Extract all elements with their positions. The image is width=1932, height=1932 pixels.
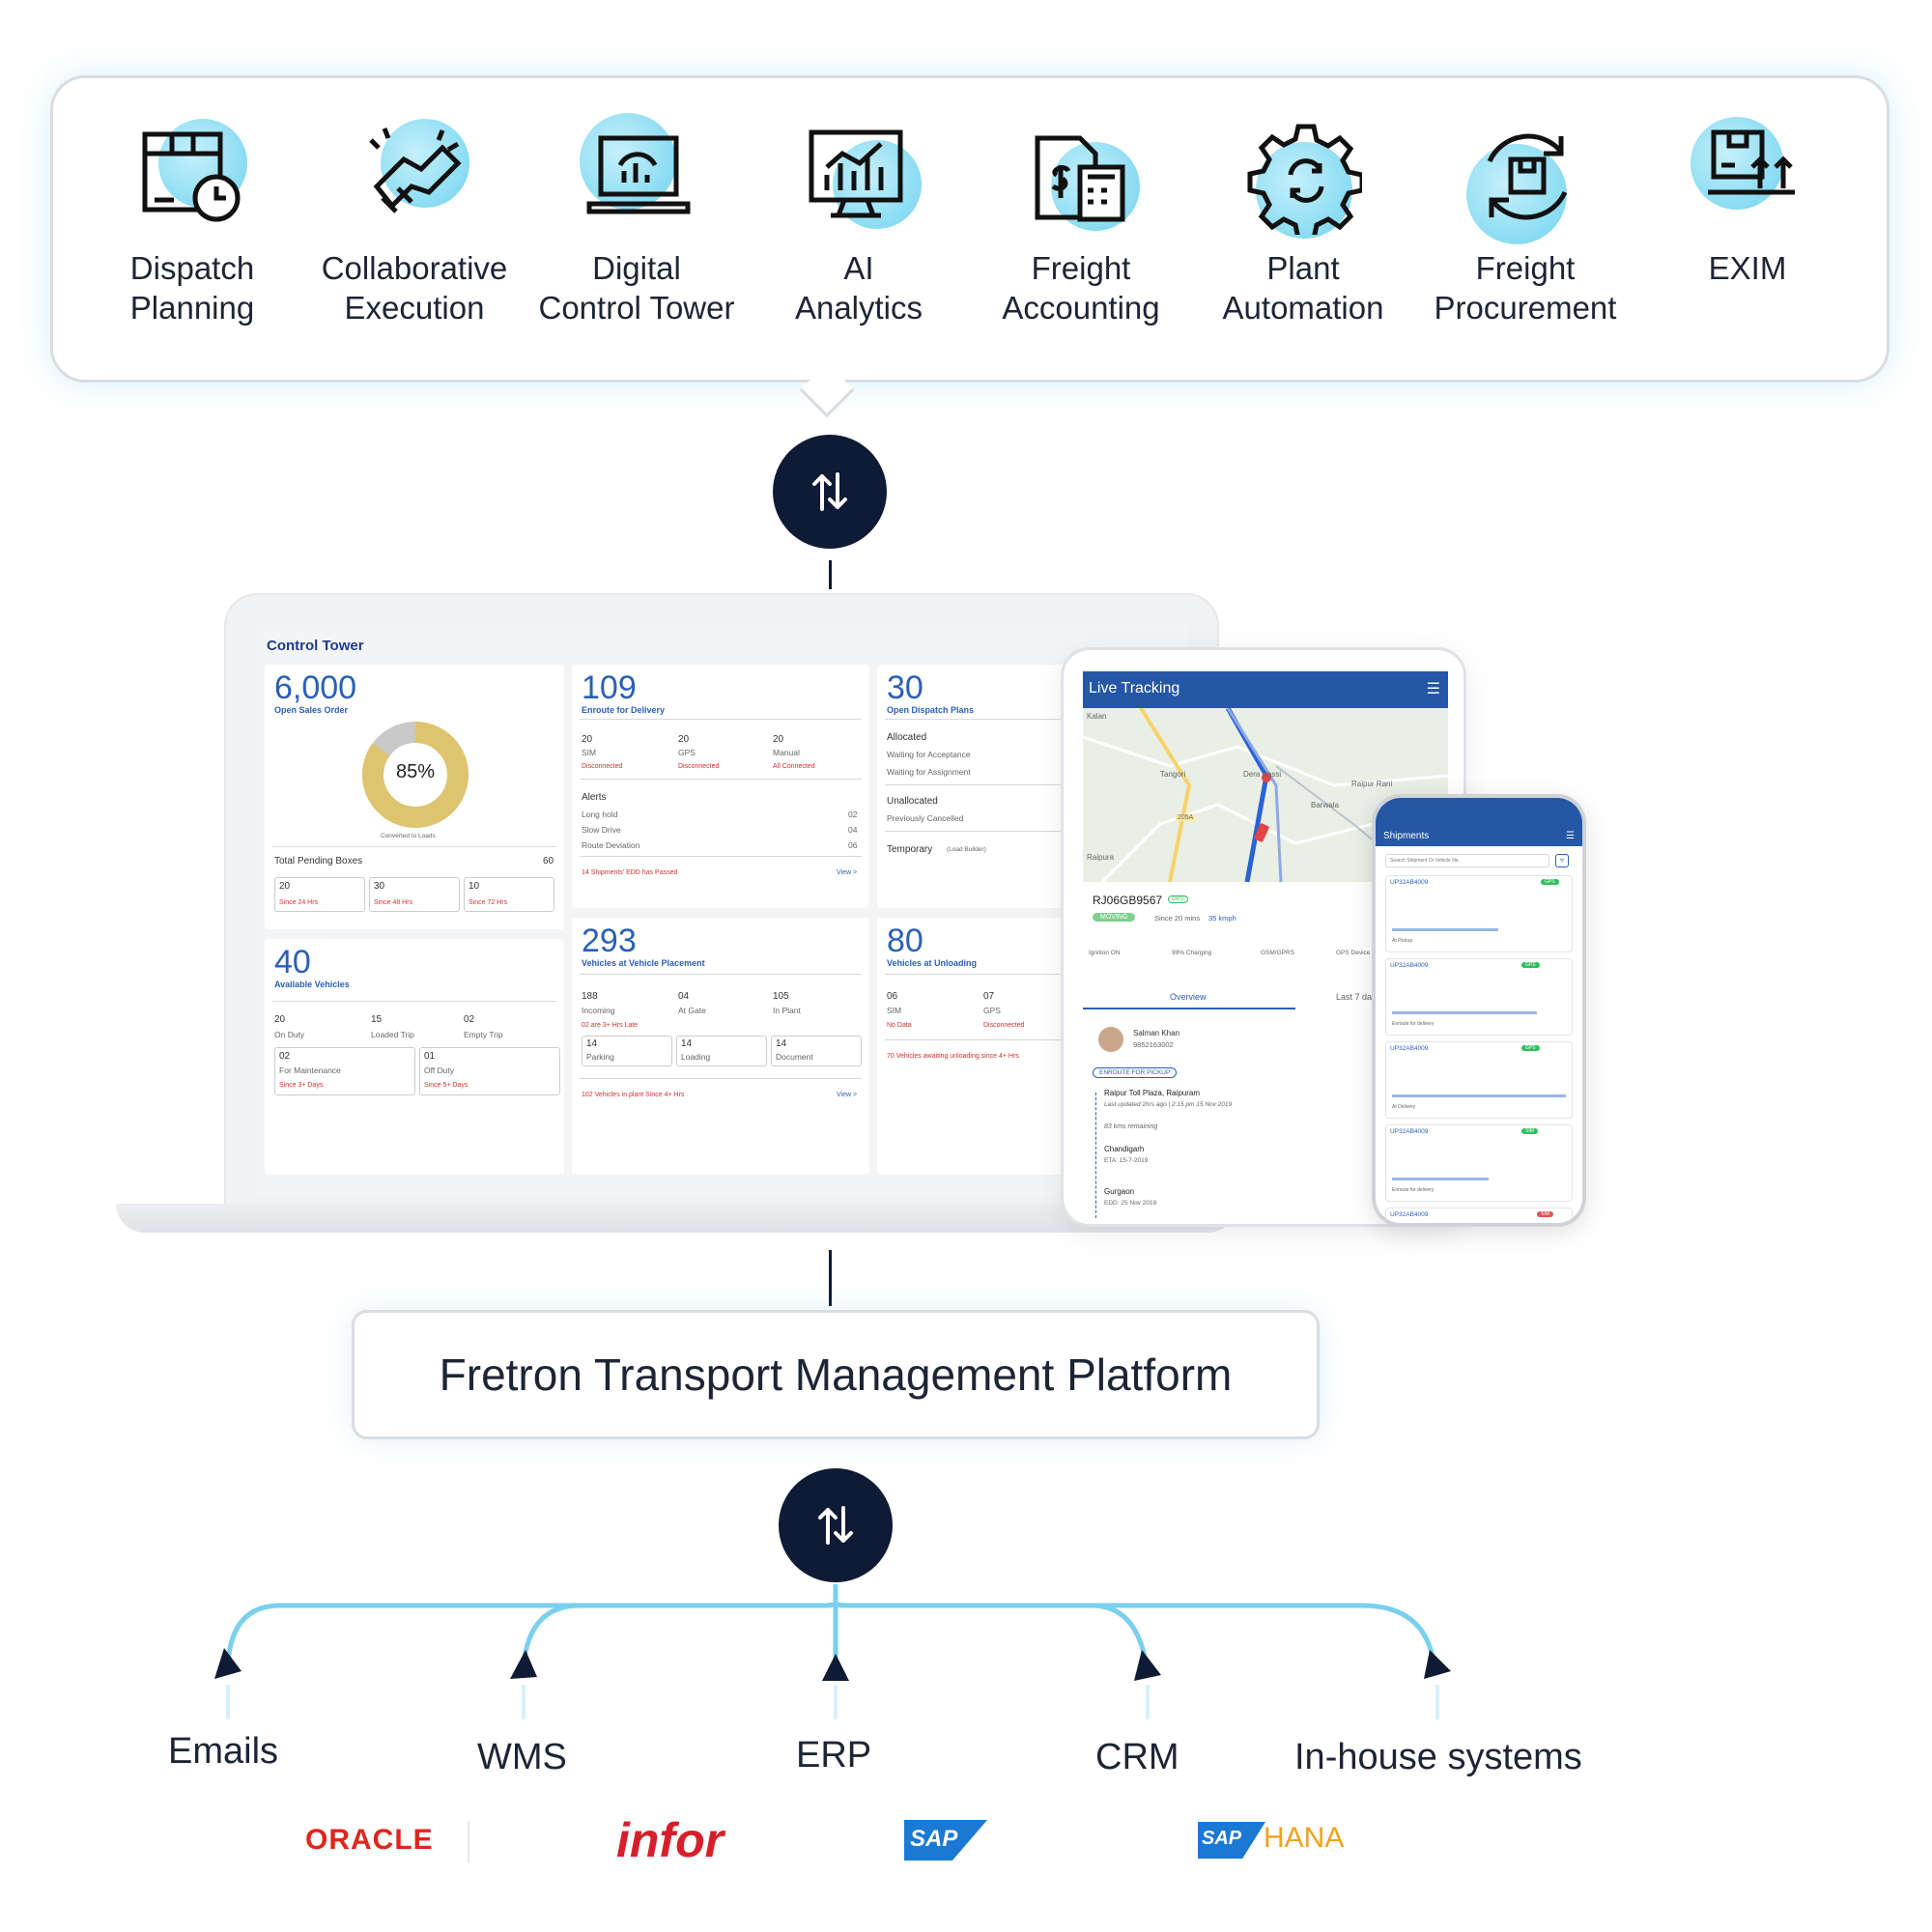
vehicle-box[interactable]: 01 Off Duty Since 5+ Days: [419, 1047, 560, 1095]
pending-box[interactable]: 10 Since 72 Hrs: [464, 877, 554, 912]
metric-value: 6,000: [274, 669, 357, 706]
integration-inhouse: In-house systems: [1294, 1737, 1582, 1777]
pending-box[interactable]: 30 Since 48 Hrs: [369, 877, 460, 912]
donut-legend: Converted to Loads: [381, 833, 436, 839]
vehicle-box[interactable]: 02 For Maintenance Since 3+ Days: [274, 1047, 415, 1095]
view-link[interactable]: View >: [837, 869, 858, 876]
module-exim[interactable]: EXIM: [1635, 113, 1860, 288]
integration-erp: ERP: [796, 1735, 872, 1776]
dispatch-planning-icon: [129, 113, 255, 239]
phone-shipments: Shipments ☰ ▿ UP32AB4009 GPS At Pickup U…: [1372, 794, 1586, 1227]
metric-value: 293: [582, 923, 637, 959]
menu-icon[interactable]: ☰: [1566, 831, 1575, 841]
module-label: Freight Accounting: [1002, 250, 1160, 326]
module-collaborative-execution[interactable]: Collaborative Execution: [302, 113, 526, 327]
module-label: Dispatch Planning: [129, 250, 255, 326]
module-freight-accounting[interactable]: Freight Accounting: [969, 113, 1193, 327]
shipment-card[interactable]: UP32AB4009 GPS Enroute for delivery: [1385, 958, 1573, 1036]
donut-percent: 85%: [395, 761, 436, 782]
analytics-monitor-icon: [796, 113, 922, 239]
module-label: EXIM: [1708, 250, 1787, 286]
module-label: Freight Procurement: [1434, 250, 1617, 326]
integration-emails: Emails: [168, 1731, 279, 1772]
metric-value: 40: [274, 944, 311, 980]
shipment-card[interactable]: UP32AB4009 GPS At Pickup: [1385, 875, 1573, 952]
sync-icon-bottom[interactable]: [779, 1468, 893, 1582]
placement-box[interactable]: 14 Document: [771, 1036, 862, 1066]
moving-status: MOVING: [1093, 913, 1136, 922]
module-freight-procurement[interactable]: Freight Procurement: [1413, 113, 1637, 327]
module-ai-analytics[interactable]: AI Analytics: [747, 113, 971, 327]
modules-panel: Dispatch Planning Collaborative Executio…: [50, 75, 1889, 383]
tab-overview[interactable]: Overview: [1170, 992, 1207, 1002]
sync-icon-top[interactable]: [773, 435, 887, 549]
metric-value: 109: [582, 669, 637, 706]
platform-box: Fretron Transport Management Platform: [352, 1310, 1320, 1439]
shipments-title: Shipments: [1383, 831, 1430, 841]
box-export-icon: [1685, 113, 1810, 239]
gear-sync-icon: [1240, 113, 1366, 239]
metric-value: 30: [887, 669, 923, 706]
sap-hana-logo: SAP: [1198, 1822, 1265, 1859]
filter-icon[interactable]: ▿: [1555, 854, 1569, 867]
metric-label: Vehicles at Vehicle Placement: [582, 958, 705, 968]
vehicle-number: RJ06GB9567: [1093, 894, 1163, 907]
laptop-base: [116, 1204, 1236, 1233]
shipment-search-input[interactable]: [1385, 854, 1549, 867]
enroute-pill: ENROUTE FOR PICKUP: [1093, 1067, 1178, 1078]
metric-label: Available Vehicles: [274, 980, 350, 989]
live-tracking-header: Live Tracking ☰: [1083, 671, 1448, 708]
platform-title: Fretron Transport Management Platform: [439, 1350, 1233, 1400]
metric-label: Vehicles at Unloading: [887, 958, 978, 968]
shipment-card[interactable]: UP32AB4009 GPS At Delivery: [1385, 1041, 1573, 1119]
placement-box[interactable]: 14 Parking: [582, 1036, 672, 1066]
shipment-card[interactable]: UP32AB4009 SIM: [1385, 1208, 1573, 1223]
donut-chart: 85%: [361, 721, 469, 829]
box-cycle-icon: [1463, 113, 1588, 244]
pending-label: Total Pending Boxes: [274, 856, 363, 867]
connector-top: [829, 560, 832, 589]
live-tracking-title: Live Tracking: [1089, 680, 1180, 696]
menu-icon[interactable]: ☰: [1426, 681, 1440, 697]
alerts-title: Alerts: [582, 792, 607, 803]
pending-value: 60: [543, 856, 554, 867]
invoice-calculator-icon: [1018, 113, 1144, 239]
module-label: Plant Automation: [1222, 250, 1384, 326]
card-enroute-delivery[interactable]: 109 Enroute for Delivery 20 SIM Disconne…: [572, 665, 869, 908]
avatar: [1098, 1027, 1123, 1052]
dashboard-title: Control Tower: [267, 638, 364, 654]
connector-middle: [829, 1250, 832, 1306]
card-available-vehicles[interactable]: 40 Available Vehicles 20 On Duty 15 Load…: [265, 939, 564, 1175]
module-label: Collaborative Execution: [321, 250, 508, 326]
tab-last-7-days[interactable]: Last 7 day: [1336, 992, 1377, 1002]
shipment-card[interactable]: UP32AB4009 SIM Enroute for delivery: [1385, 1124, 1573, 1202]
module-label: Digital Control Tower: [538, 250, 735, 326]
view-link[interactable]: View >: [837, 1092, 858, 1098]
module-digital-control-tower[interactable]: Digital Control Tower: [525, 113, 749, 327]
shipments-header: Shipments ☰: [1376, 798, 1582, 846]
metric-label: Open Sales Order: [274, 705, 349, 715]
module-label: AI Analytics: [794, 250, 923, 326]
laptop-frame: Control Tower 6,000 Open Sales Order 85%…: [224, 593, 1219, 1211]
metric-label: Open Dispatch Plans: [887, 705, 975, 715]
integration-crm: CRM: [1095, 1737, 1179, 1777]
pending-box[interactable]: 20 Since 24 Hrs: [274, 877, 365, 912]
metric-label: Enroute for Delivery: [582, 705, 666, 715]
integration-wms: WMS: [477, 1737, 567, 1777]
card-vehicle-placement[interactable]: 293 Vehicles at Vehicle Placement 188 In…: [572, 918, 869, 1175]
metric-value: 80: [887, 923, 923, 959]
module-dispatch-planning[interactable]: Dispatch Planning: [80, 113, 304, 327]
gps-badge: GPS: [1168, 895, 1188, 903]
laptop-dashboard-icon: [574, 113, 699, 239]
handshake-icon: [352, 113, 477, 239]
oracle-logo: ORACLE: [305, 1824, 434, 1856]
hana-wordmark: HANA: [1264, 1822, 1345, 1854]
placement-box[interactable]: 14 Loading: [676, 1036, 767, 1066]
card-open-sales-order[interactable]: 6,000 Open Sales Order 85% Converted to …: [265, 665, 564, 929]
module-plant-automation[interactable]: Plant Automation: [1191, 113, 1415, 327]
infor-logo: infor: [616, 1813, 724, 1867]
